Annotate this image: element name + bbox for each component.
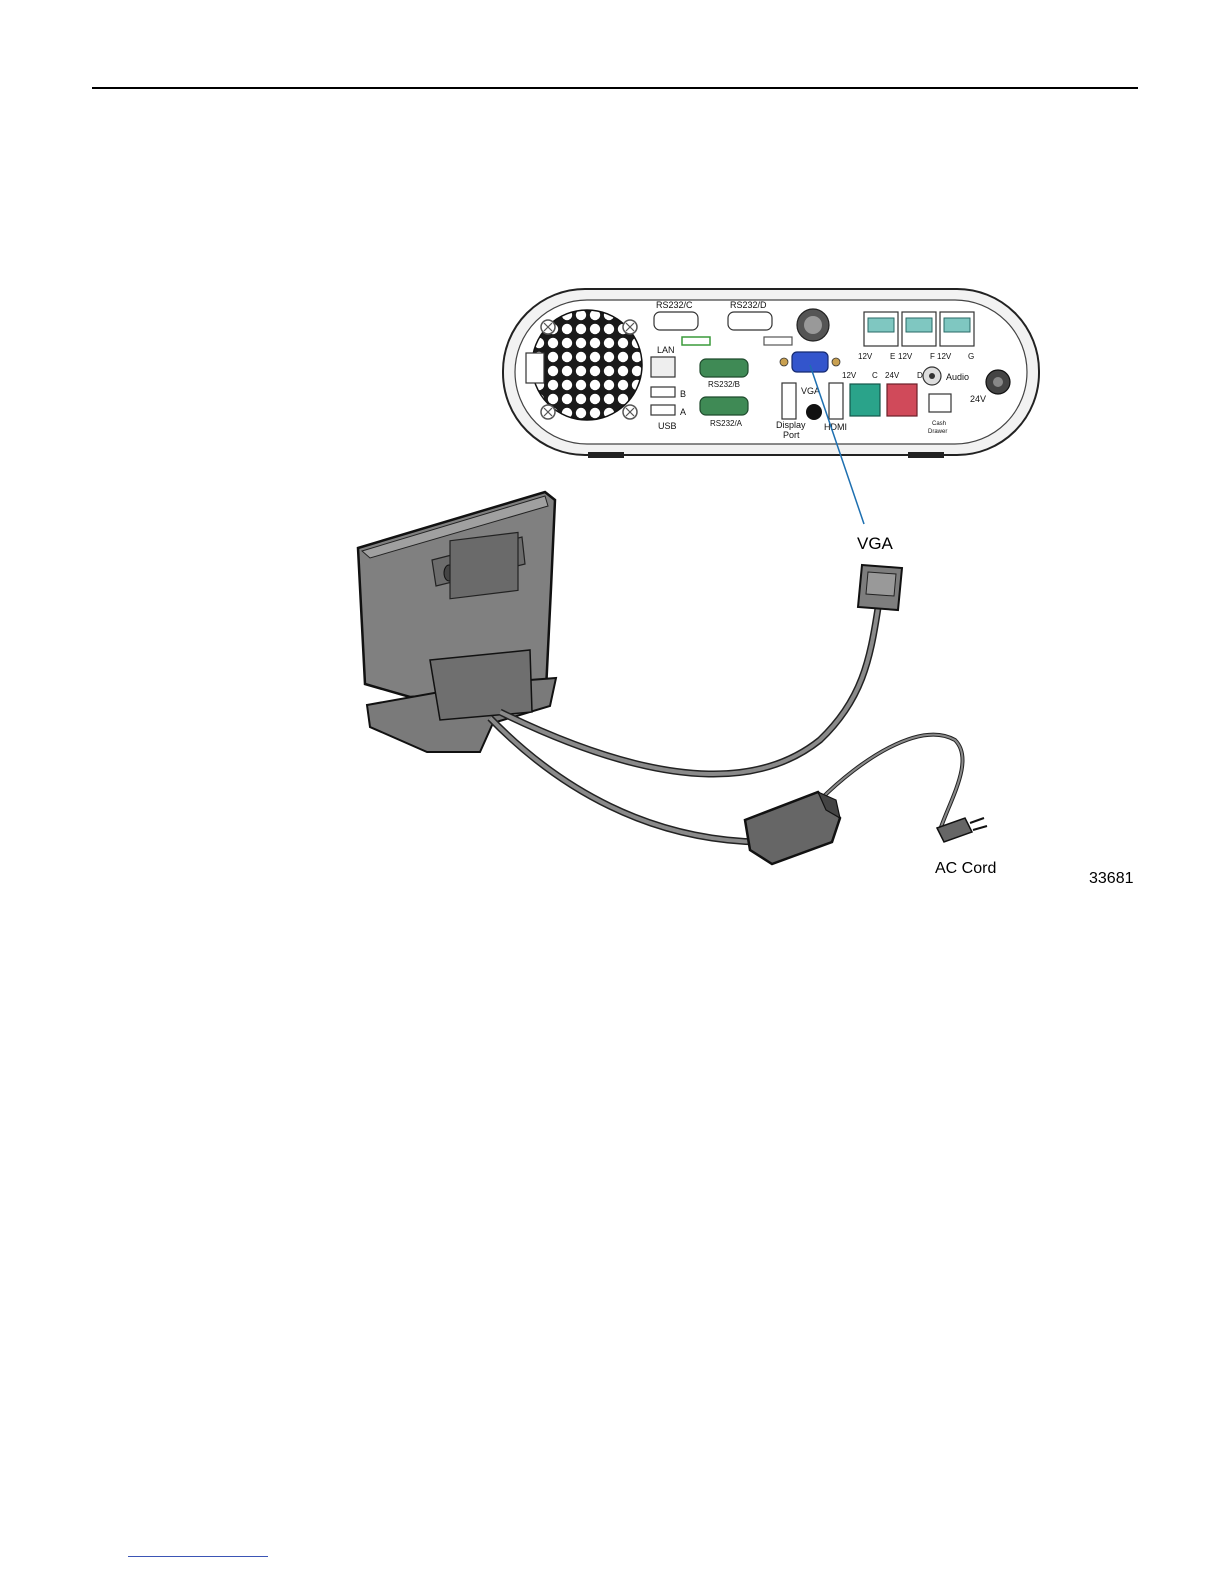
- customer-display: [358, 492, 556, 752]
- port-d-label: D: [917, 371, 923, 380]
- terminal-back-panel: RS232/C RS232/D RS232/B RS232/A LAN B A …: [503, 289, 1039, 458]
- port-d-voltage: 24V: [885, 371, 900, 380]
- cables: [490, 608, 963, 842]
- audio-label: Audio: [946, 372, 969, 382]
- lan-label: LAN: [657, 345, 675, 355]
- figure-number: 33681: [1089, 870, 1134, 888]
- port-e-label: E: [890, 352, 895, 361]
- vga-connector: [858, 565, 902, 610]
- vga-cable-callout: VGA: [857, 534, 893, 554]
- rs232-c-port: RS232/C: [654, 300, 698, 330]
- port-f-voltage: 12V: [898, 352, 913, 361]
- footer-link-underline[interactable]: [128, 1556, 268, 1557]
- port-g-label: G: [968, 352, 974, 361]
- rs232-a-label: RS232/A: [710, 419, 743, 428]
- display-port-label-2: Port: [783, 430, 800, 440]
- rs232-c-label: RS232/C: [656, 300, 693, 310]
- rs232-d-label: RS232/D: [730, 300, 767, 310]
- power-brick: [745, 792, 840, 864]
- rs232-d-port: RS232/D: [728, 300, 772, 330]
- port-e-voltage: 12V: [858, 352, 873, 361]
- usb-a-label: A: [680, 407, 686, 417]
- display-port-label: Display: [776, 420, 806, 430]
- port-f-label: F: [930, 352, 935, 361]
- usb-label: USB: [658, 421, 677, 431]
- 24v-label: 24V: [970, 394, 986, 404]
- usb-b-label: B: [680, 389, 686, 399]
- ac-cord-callout: AC Cord: [935, 860, 996, 878]
- rs232-b-label: RS232/B: [708, 380, 740, 389]
- cash-drawer-label-2: Drawer: [928, 429, 947, 435]
- hdmi-label: HDMI: [824, 422, 847, 432]
- cash-drawer-label: Cash: [932, 421, 946, 427]
- port-c-voltage: 12V: [842, 371, 857, 380]
- port-c-label: C: [872, 371, 878, 380]
- port-g-voltage: 12V: [937, 352, 952, 361]
